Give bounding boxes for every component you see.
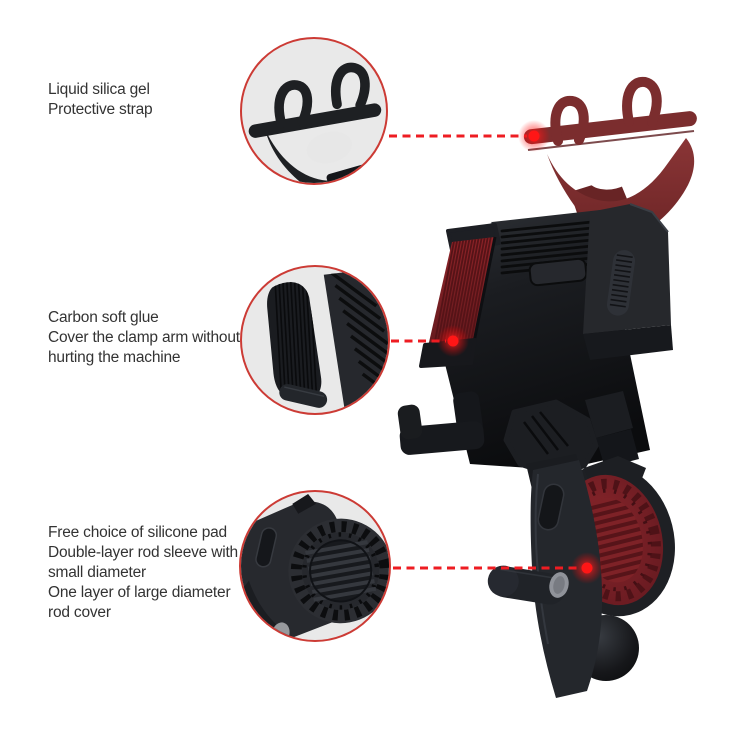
bottom-hooks [397, 391, 599, 477]
annotation-line: Carbon soft glue [48, 309, 159, 326]
holder-right-arm [583, 203, 673, 468]
annotation-line: Liquid silica gel [48, 81, 150, 98]
leader-lines [389, 120, 603, 584]
annotation-line: rod cover [48, 604, 111, 621]
magnifier-circle-strap [240, 37, 388, 185]
holder-body [439, 210, 650, 470]
glow-dot-clamp [447, 335, 459, 347]
strap-part [523, 76, 697, 245]
annotation-line: Cover the clamp arm without [48, 329, 240, 346]
rod-silicone-pad [560, 474, 664, 606]
adjust-knob [573, 615, 639, 681]
annotation-line: Protective strap [48, 101, 153, 118]
rod-clamp [487, 454, 675, 698]
magnifier-circle-rod-sleeve [239, 490, 391, 642]
annotation-text-clamp: Carbon soft glue Cover the clamp arm wit… [48, 308, 240, 368]
magnifier-circle-clamp [240, 265, 390, 415]
annotation-line: small diameter [48, 564, 146, 581]
annotation-line: Free choice of silicone pad [48, 524, 227, 541]
annotation-text-strap: Liquid silica gel Protective strap [48, 80, 153, 120]
clamp-arm-zoom-icon [267, 267, 388, 413]
annotation-line: One layer of large diameter [48, 584, 231, 601]
clamp-lever [487, 565, 566, 605]
glow-dot-strap [528, 130, 540, 142]
rod-sleeve-zoom-icon [241, 493, 389, 640]
strap-zoom-icon [248, 62, 386, 183]
annotation-text-pad: Free choice of silicone pad Double-layer… [48, 523, 238, 623]
annotation-line: Double-layer rod sleeve with [48, 544, 238, 561]
glow-dot-pad [581, 562, 593, 574]
hinge-pin [549, 572, 569, 598]
annotation-line: hurting the machine [48, 349, 181, 366]
holder-left-clamp [419, 223, 501, 368]
